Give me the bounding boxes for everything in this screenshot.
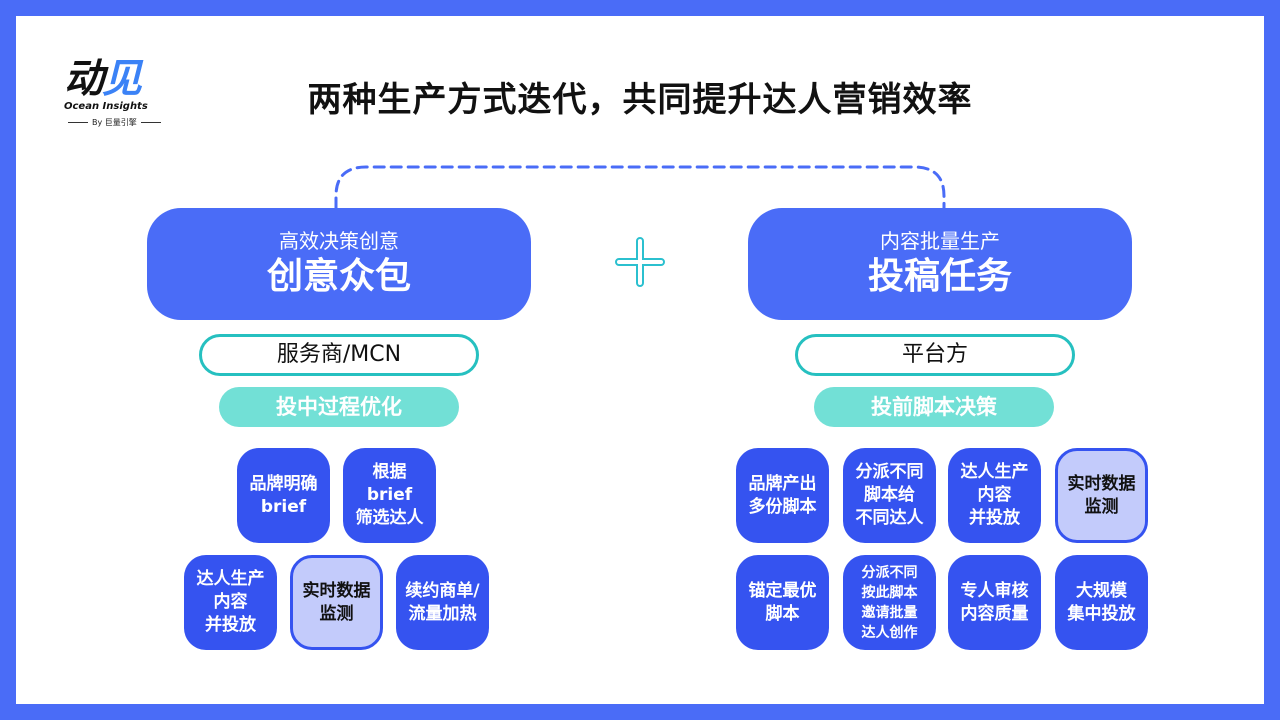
right-phase-pill: 投前脚本决策 bbox=[814, 387, 1054, 427]
tile-label: 实时数据 监测 bbox=[1067, 473, 1136, 517]
left-method-box: 高效决策创意 创意众包 bbox=[147, 208, 531, 320]
tile-label: 大规模 集中投放 bbox=[1067, 580, 1136, 624]
tile-label: 实时数据 监测 bbox=[302, 580, 371, 624]
tile-label: 专人审核 内容质量 bbox=[960, 580, 1029, 624]
left-method-subtitle: 高效决策创意 bbox=[279, 229, 399, 253]
tile-label: 达人生产 内容 并投放 bbox=[960, 462, 1029, 528]
logo-english: Ocean Insights bbox=[64, 101, 148, 112]
right-step-tile: 品牌产出 多份脚本 bbox=[736, 448, 829, 543]
tile-label: 分派不同 按此脚本 邀请批量 达人创作 bbox=[861, 564, 918, 641]
right-method-heading: 投稿任务 bbox=[867, 256, 1012, 297]
tile-label: 达人生产 内容 并投放 bbox=[196, 569, 265, 635]
plus-icon bbox=[615, 237, 665, 287]
tile-label: 锚定最优 脚本 bbox=[748, 580, 817, 624]
left-step-tile-highlight: 实时数据 监测 bbox=[290, 555, 383, 650]
right-method-box: 内容批量生产 投稿任务 bbox=[748, 208, 1132, 320]
tile-label: 品牌产出 多份脚本 bbox=[748, 473, 817, 517]
right-step-tile: 专人审核 内容质量 bbox=[948, 555, 1041, 650]
left-role-pill: 服务商/MCN bbox=[199, 334, 479, 376]
left-step-tile: 根据 brief 筛选达人 bbox=[343, 448, 436, 543]
dashed-connector-path bbox=[334, 165, 946, 210]
logo: 动见 Ocean Insights By 巨量引擎 bbox=[64, 55, 154, 135]
left-method-heading: 创意众包 bbox=[266, 256, 411, 297]
logo-mark-main: 动 bbox=[64, 56, 104, 102]
left-step-tile: 品牌明确 brief bbox=[237, 448, 330, 543]
tile-label: 分派不同 脚本给 不同达人 bbox=[855, 462, 924, 528]
right-step-tile: 分派不同 脚本给 不同达人 bbox=[843, 448, 936, 543]
logo-by-line: By 巨量引擎 bbox=[64, 117, 165, 128]
tile-label: 续约商单/ 流量加热 bbox=[405, 580, 480, 624]
tile-label: 品牌明确 brief bbox=[249, 473, 318, 517]
logo-mark-accent: 见 bbox=[102, 56, 142, 102]
right-role-pill: 平台方 bbox=[795, 334, 1075, 376]
tile-label: 根据 brief 筛选达人 bbox=[355, 462, 424, 528]
right-step-tile-highlight: 实时数据 监测 bbox=[1055, 448, 1148, 543]
left-step-tile: 达人生产 内容 并投放 bbox=[184, 555, 277, 650]
logo-mark: 动见 bbox=[64, 55, 142, 103]
right-step-tile: 锚定最优 脚本 bbox=[736, 555, 829, 650]
right-step-tile: 分派不同 按此脚本 邀请批量 达人创作 bbox=[843, 555, 936, 650]
right-step-tile: 达人生产 内容 并投放 bbox=[948, 448, 1041, 543]
left-phase-pill: 投中过程优化 bbox=[219, 387, 459, 427]
page-title: 两种生产方式迭代，共同提升达人营销效率 bbox=[307, 80, 973, 120]
left-step-tile: 续约商单/ 流量加热 bbox=[396, 555, 489, 650]
right-step-tile: 大规模 集中投放 bbox=[1055, 555, 1148, 650]
right-method-subtitle: 内容批量生产 bbox=[880, 229, 1000, 253]
